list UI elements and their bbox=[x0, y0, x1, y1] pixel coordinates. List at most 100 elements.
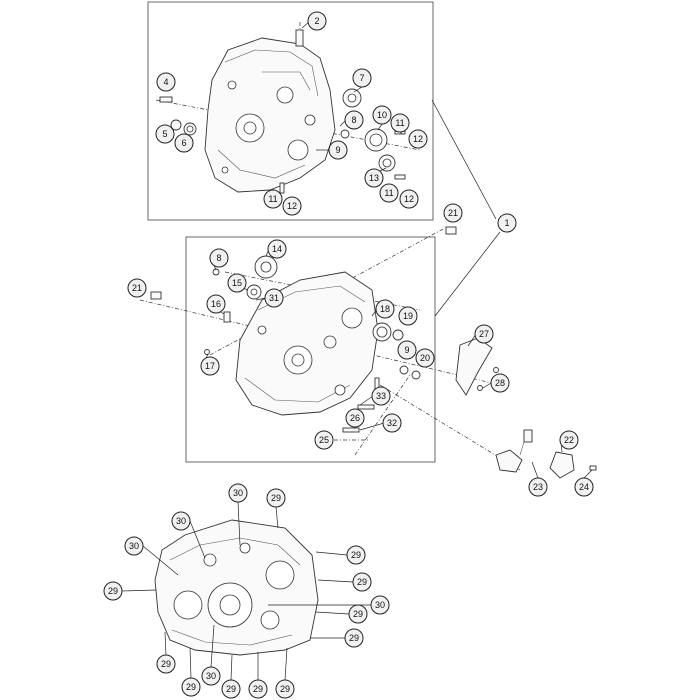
callout-number: 29 bbox=[353, 609, 363, 619]
callout-circle bbox=[264, 288, 284, 308]
callout-circle bbox=[346, 545, 366, 565]
callout-circle bbox=[124, 536, 144, 556]
callout-c14: 14 bbox=[267, 239, 287, 259]
callout-number: 24 bbox=[579, 482, 589, 492]
callout-number: 4 bbox=[163, 77, 168, 87]
callout-circle bbox=[399, 189, 419, 209]
callout-number: 30 bbox=[176, 516, 186, 526]
callout-number: 10 bbox=[377, 110, 387, 120]
callout-number: 30 bbox=[206, 671, 216, 681]
callout-circle bbox=[398, 306, 418, 326]
callout-number: 29 bbox=[226, 684, 236, 694]
callout-c12b: 12 bbox=[399, 189, 419, 209]
callout-c30e: 30 bbox=[201, 666, 221, 686]
callout-number: 1 bbox=[504, 218, 509, 228]
callout-circle bbox=[266, 488, 286, 508]
callout-c25: 25 bbox=[314, 430, 334, 450]
callout-circle bbox=[263, 189, 283, 209]
callout-c5: 5 bbox=[155, 124, 175, 144]
callout-number: 2 bbox=[314, 16, 319, 26]
callout-number: 29 bbox=[357, 577, 367, 587]
callout-circle bbox=[328, 140, 348, 160]
callout-number: 11 bbox=[395, 118, 404, 128]
callout-c21b: 21 bbox=[127, 278, 147, 298]
callout-c29b: 29 bbox=[346, 545, 366, 565]
callout-number: 6 bbox=[181, 138, 186, 148]
callout-circle bbox=[390, 113, 410, 133]
upper-small-parts bbox=[159, 29, 406, 194]
callout-c22: 22 bbox=[559, 430, 579, 450]
callout-circle bbox=[275, 679, 295, 699]
callout-number: 11 bbox=[384, 188, 393, 198]
callout-c6: 6 bbox=[174, 133, 194, 153]
callout-circle bbox=[344, 628, 364, 648]
callout-c29k: 29 bbox=[275, 679, 295, 699]
callout-c15: 15 bbox=[227, 273, 247, 293]
callout-c17: 17 bbox=[200, 356, 220, 376]
callout-c21a: 21 bbox=[443, 203, 463, 223]
callout-number: 17 bbox=[205, 361, 215, 371]
callout-circle bbox=[156, 654, 176, 674]
callout-number: 21 bbox=[448, 208, 458, 218]
callout-circle bbox=[370, 595, 390, 615]
callout-number: 31 bbox=[269, 293, 279, 303]
callout-number: 25 bbox=[319, 435, 329, 445]
callout-circle bbox=[307, 11, 327, 31]
callout-c9b: 9 bbox=[397, 340, 417, 360]
callout-c29f: 29 bbox=[344, 628, 364, 648]
callout-circle bbox=[155, 124, 175, 144]
callout-circle bbox=[574, 477, 594, 497]
callout-circle bbox=[314, 430, 334, 450]
callout-c16: 16 bbox=[206, 294, 226, 314]
callout-circle bbox=[474, 324, 494, 344]
callout-circle bbox=[408, 129, 428, 149]
callout-number: 15 bbox=[232, 278, 242, 288]
callout-c29i: 29 bbox=[221, 679, 241, 699]
callout-circle bbox=[528, 477, 548, 497]
callout-circle bbox=[248, 679, 268, 699]
callout-number: 29 bbox=[271, 493, 281, 503]
callout-c23: 23 bbox=[528, 477, 548, 497]
callout-c12a: 12 bbox=[408, 129, 428, 149]
lower-assembly-frame bbox=[185, 236, 436, 463]
callout-circle bbox=[371, 386, 391, 406]
callout-number: 29 bbox=[108, 586, 118, 596]
upper-assembly-frame bbox=[147, 1, 434, 221]
callout-number: 33 bbox=[376, 391, 386, 401]
callout-circle bbox=[344, 110, 364, 130]
callout-circle bbox=[397, 340, 417, 360]
callout-c29a: 29 bbox=[266, 488, 286, 508]
callout-c13: 13 bbox=[364, 168, 384, 188]
callout-circle bbox=[174, 133, 194, 153]
callout-number: 9 bbox=[404, 345, 409, 355]
callout-circle bbox=[221, 679, 241, 699]
callout-c11c: 11 bbox=[263, 189, 283, 209]
callout-c33: 33 bbox=[371, 386, 391, 406]
callout-number: 12 bbox=[413, 134, 423, 144]
callout-number: 20 bbox=[420, 353, 430, 363]
callout-number: 8 bbox=[216, 253, 221, 263]
callout-c30d: 30 bbox=[370, 595, 390, 615]
callout-circle bbox=[171, 511, 191, 531]
crankcase-bottom-view bbox=[154, 519, 319, 656]
callout-number: 11 bbox=[268, 194, 277, 204]
callout-c19: 19 bbox=[398, 306, 418, 326]
callout-c29d: 29 bbox=[103, 581, 123, 601]
callout-circle bbox=[127, 278, 147, 298]
callout-c18: 18 bbox=[375, 299, 395, 319]
callout-c29c: 29 bbox=[352, 572, 372, 592]
callout-c20: 20 bbox=[415, 348, 435, 368]
callout-circle bbox=[348, 604, 368, 624]
callout-number: 13 bbox=[369, 173, 379, 183]
callout-c28: 28 bbox=[490, 373, 510, 393]
callout-number: 26 bbox=[350, 413, 360, 423]
callout-circle bbox=[379, 183, 399, 203]
callout-circle bbox=[228, 483, 248, 503]
callout-labels: 1245678910111213111211122181415211631181… bbox=[103, 11, 594, 699]
callout-circle bbox=[382, 413, 402, 433]
lower-small-parts bbox=[150, 226, 457, 433]
callout-c27: 27 bbox=[474, 324, 494, 344]
callout-circle bbox=[345, 408, 365, 428]
callout-number: 18 bbox=[380, 304, 390, 314]
callout-c8a: 8 bbox=[344, 110, 364, 130]
